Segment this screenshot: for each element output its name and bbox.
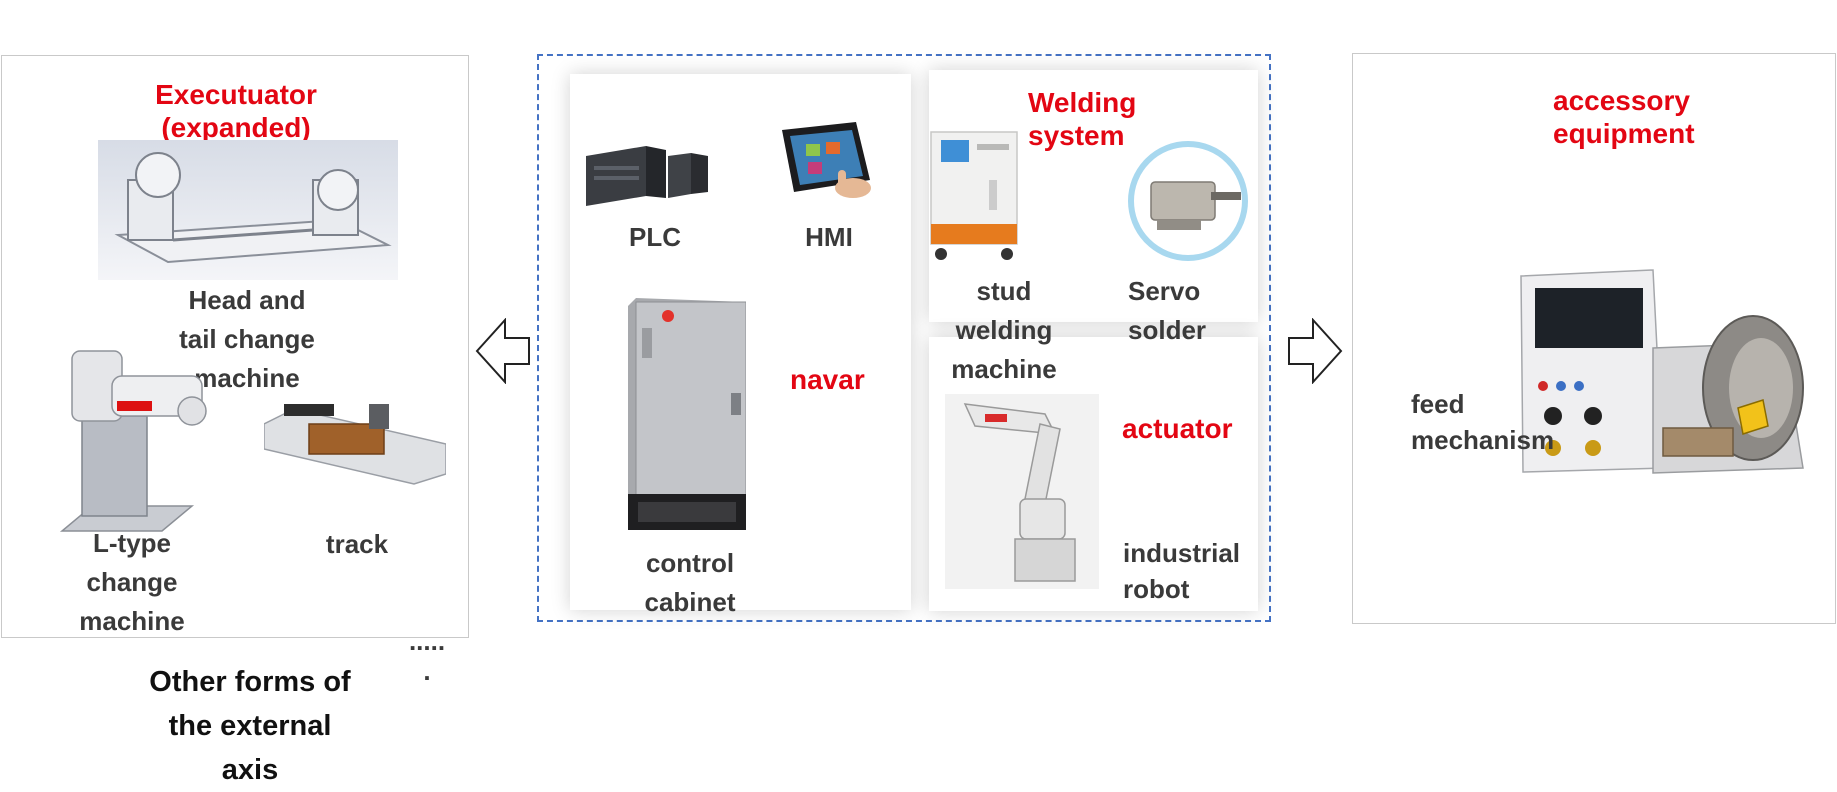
control-cabinet-label: control cabinet xyxy=(644,548,736,617)
track-label: track xyxy=(325,529,389,559)
l-type-machine-image xyxy=(52,331,212,546)
industrial-robot-image xyxy=(945,394,1099,589)
stud-welding-machine-label: stud welding machine xyxy=(951,276,1057,384)
accessory-title: accessory equipment xyxy=(1553,85,1695,149)
executor-panel: Executuator (expanded) Head and tail cha… xyxy=(1,55,469,686)
external-axis-caption: Other forms of the external axis xyxy=(149,666,351,786)
welding-title: Welding system xyxy=(1028,87,1137,151)
track-image xyxy=(264,394,446,494)
control-cabinet-image xyxy=(628,298,746,530)
right-arrow xyxy=(1287,318,1343,384)
feed-mechanism-image xyxy=(1513,258,1823,486)
navar-title: navar xyxy=(790,364,865,395)
left-arrow xyxy=(475,318,531,384)
servo-solder-label: Servo solder xyxy=(1128,276,1207,345)
control-panel: PLC HMI navar control cabinet xyxy=(570,74,911,617)
stud-welding-machine-image xyxy=(929,130,1019,265)
ellipsis-label: ..... . xyxy=(408,626,446,686)
hmi-label: HMI xyxy=(805,222,853,252)
l-type-machine-label: L-type change machine xyxy=(79,528,185,636)
welding-panel: Welding system xyxy=(929,70,1258,322)
plc-image xyxy=(586,136,708,208)
actuator-panel: actuator industrial robot xyxy=(929,337,1258,611)
head-tail-machine-label: Head and tail change machine xyxy=(179,285,315,393)
plc-label: PLC xyxy=(629,222,681,252)
feed-mechanism-label: feed mechanism xyxy=(1411,389,1555,455)
executor-title: Executuator (expanded) xyxy=(155,79,317,143)
accessory-panel: accessory equipment feed mechanism xyxy=(1352,53,1836,624)
industrial-robot-label: industrial robot xyxy=(1123,538,1241,604)
actuator-title: actuator xyxy=(1122,413,1233,444)
servo-solder-image xyxy=(1127,140,1249,262)
head-tail-machine-image xyxy=(98,140,398,280)
core-system-group xyxy=(537,54,1271,622)
hmi-image xyxy=(778,122,878,204)
